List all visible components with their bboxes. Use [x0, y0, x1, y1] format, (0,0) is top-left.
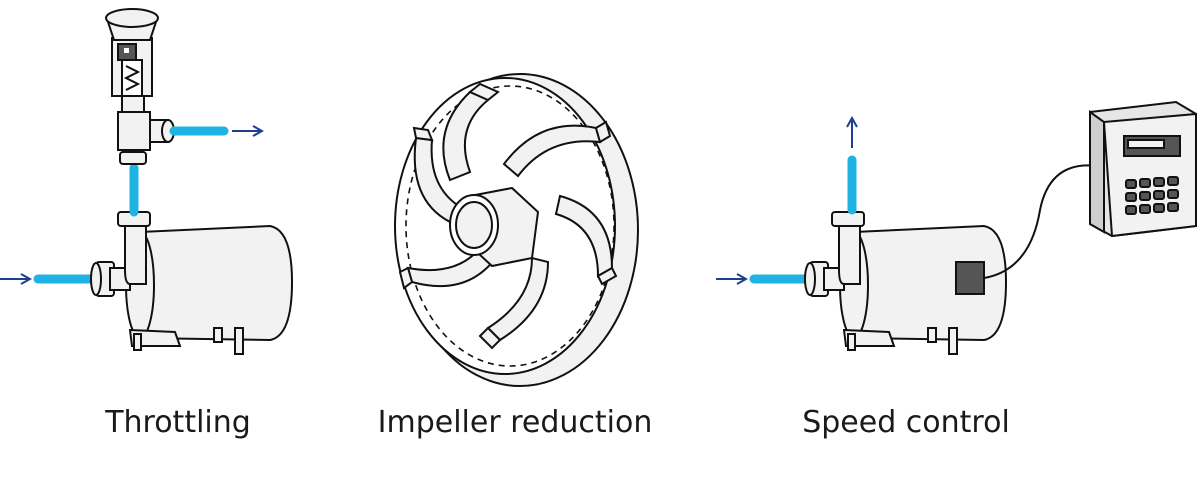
impeller-icon [394, 73, 639, 387]
control-valve-icon [105, 8, 175, 165]
pump-icon [804, 211, 1008, 355]
pump-icon [90, 211, 294, 355]
throttling-illustration [0, 8, 294, 355]
caption-impeller-reduction: Impeller reduction [377, 405, 653, 440]
drive-cable [983, 164, 1099, 279]
caption-throttling: Throttling [105, 405, 251, 440]
caption-speed-control: Speed control [802, 405, 1010, 440]
variable-frequency-drive-icon [1089, 100, 1197, 238]
speed-control-illustration [716, 100, 1197, 355]
